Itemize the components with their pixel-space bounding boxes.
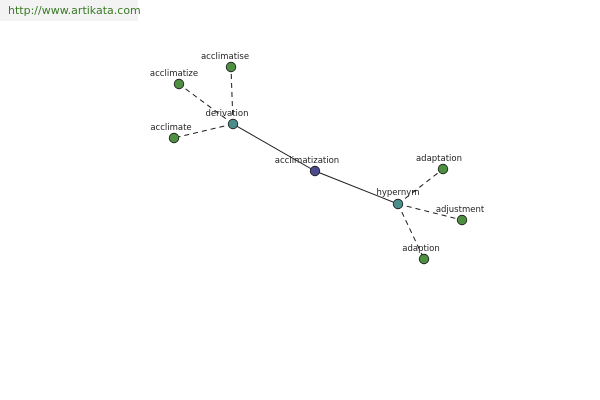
nodes-layer [168,61,468,265]
relation-node-hypernym[interactable] [392,198,404,210]
word-label-adaptation: adaptation [416,154,462,164]
word-node-acclimatise[interactable] [225,61,237,73]
edge-derivation-acclimatize [178,83,234,125]
edge-derivation-acclimate [173,123,234,139]
edge-center-derivation [232,123,316,172]
word-node-adaptation[interactable] [437,163,449,175]
word-label-acclimate: acclimate [150,123,191,133]
word-label-adaption: adaption [402,244,440,254]
edge-center-hypernym [314,170,399,205]
edges-layer [173,66,463,260]
relation-label-derivation: derivation [205,109,248,119]
word-label-adjustment: adjustment [436,205,485,215]
center-node[interactable] [309,165,321,177]
edge-hypernym-adjustment [397,203,463,221]
edge-hypernym-adaptation [397,168,444,205]
relation-label-hypernym: hypernym [376,188,419,198]
word-node-adaption[interactable] [418,253,430,265]
relation-node-derivation[interactable] [227,118,239,130]
word-node-acclimatize[interactable] [173,78,185,90]
word-node-adjustment[interactable] [456,214,468,226]
word-label-acclimatise: acclimatise [201,52,249,62]
word-node-acclimate[interactable] [168,132,180,144]
center-label: acclimatization [275,156,339,166]
edge-derivation-acclimatise [230,66,234,125]
site-url-link[interactable]: http://www.artikata.com [0,0,141,21]
labels-layer: acclimatization derivation hypernym accl… [150,52,485,254]
word-label-acclimatize: acclimatize [150,69,198,79]
edge-hypernym-adaption [397,203,425,260]
